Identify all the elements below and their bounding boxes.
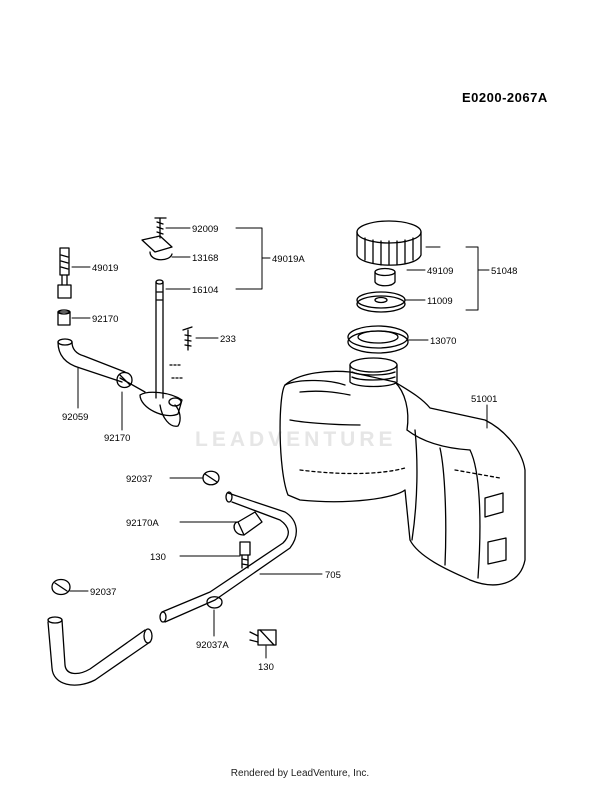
clamp-92037A[interactable] — [206, 596, 223, 609]
screw-92009[interactable] — [154, 217, 167, 239]
label-51001: 51001 — [471, 394, 497, 405]
gasket-11009[interactable] — [356, 291, 406, 313]
label-51048: 51048 — [491, 266, 517, 277]
label-13168: 13168 — [192, 253, 218, 264]
label-92170-b: 92170 — [104, 433, 130, 444]
label-92009: 92009 — [192, 224, 218, 235]
fuel-cap[interactable] — [356, 220, 422, 266]
label-92037A: 92037A — [196, 640, 229, 651]
label-11009: 11009 — [427, 296, 453, 307]
watermark: LEADVENTURE — [195, 428, 397, 451]
part-labels: 92009 13168 49019A 16104 49019 92170 233… — [62, 224, 517, 673]
clamp-92170[interactable] — [57, 309, 71, 326]
footer-credit: Rendered by LeadVenture, Inc. — [230, 768, 370, 779]
clamp-92037[interactable] — [202, 470, 220, 486]
label-13070: 13070 — [430, 336, 456, 347]
hose-705[interactable] — [159, 491, 297, 623]
label-92037-b: 92037 — [90, 587, 116, 598]
screw-233[interactable] — [169, 326, 193, 379]
label-49109: 49109 — [427, 266, 453, 277]
ring-13070[interactable] — [347, 325, 409, 354]
bracket-92170A[interactable] — [233, 511, 263, 536]
label-130-b: 130 — [258, 662, 274, 673]
label-16104: 16104 — [192, 285, 218, 296]
label-130: 130 — [150, 552, 166, 563]
leader-lines — [69, 227, 490, 659]
label-233: 233 — [220, 334, 236, 345]
clamp-92170-b[interactable] — [116, 371, 133, 389]
fuel-tank[interactable] — [279, 357, 526, 586]
label-92170A: 92170A — [126, 518, 159, 529]
hose-lower[interactable] — [47, 616, 153, 686]
label-92170: 92170 — [92, 314, 118, 325]
fuel-cock-body[interactable] — [119, 377, 183, 427]
label-49019: 49019 — [92, 263, 118, 274]
filter-rod-16104[interactable] — [155, 279, 164, 399]
label-49019A: 49019A — [272, 254, 305, 265]
hose-92059[interactable] — [57, 338, 126, 383]
diagram-code: E0200-2067A — [462, 90, 548, 105]
cap-gasket-49109[interactable] — [374, 267, 396, 287]
clamp-92037-b[interactable] — [51, 578, 71, 596]
bolt-130[interactable] — [239, 541, 251, 569]
label-92037: 92037 — [126, 474, 152, 485]
joint-49019[interactable] — [57, 247, 72, 299]
label-92059: 92059 — [62, 412, 88, 423]
label-705: 705 — [325, 570, 341, 581]
bolt-130-b[interactable] — [249, 629, 277, 646]
lever-13168[interactable] — [141, 235, 173, 261]
